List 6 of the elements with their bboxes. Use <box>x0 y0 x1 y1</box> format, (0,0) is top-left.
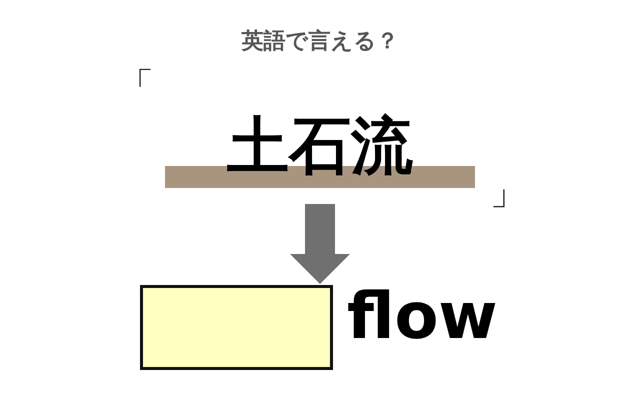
word-text: flow <box>347 279 498 356</box>
answer-box <box>140 285 333 370</box>
bracket: 」 <box>490 171 526 215</box>
arrow <box>290 204 350 284</box>
title: 英語で言える？ <box>240 28 400 56</box>
bracket: 「 <box>118 65 154 109</box>
